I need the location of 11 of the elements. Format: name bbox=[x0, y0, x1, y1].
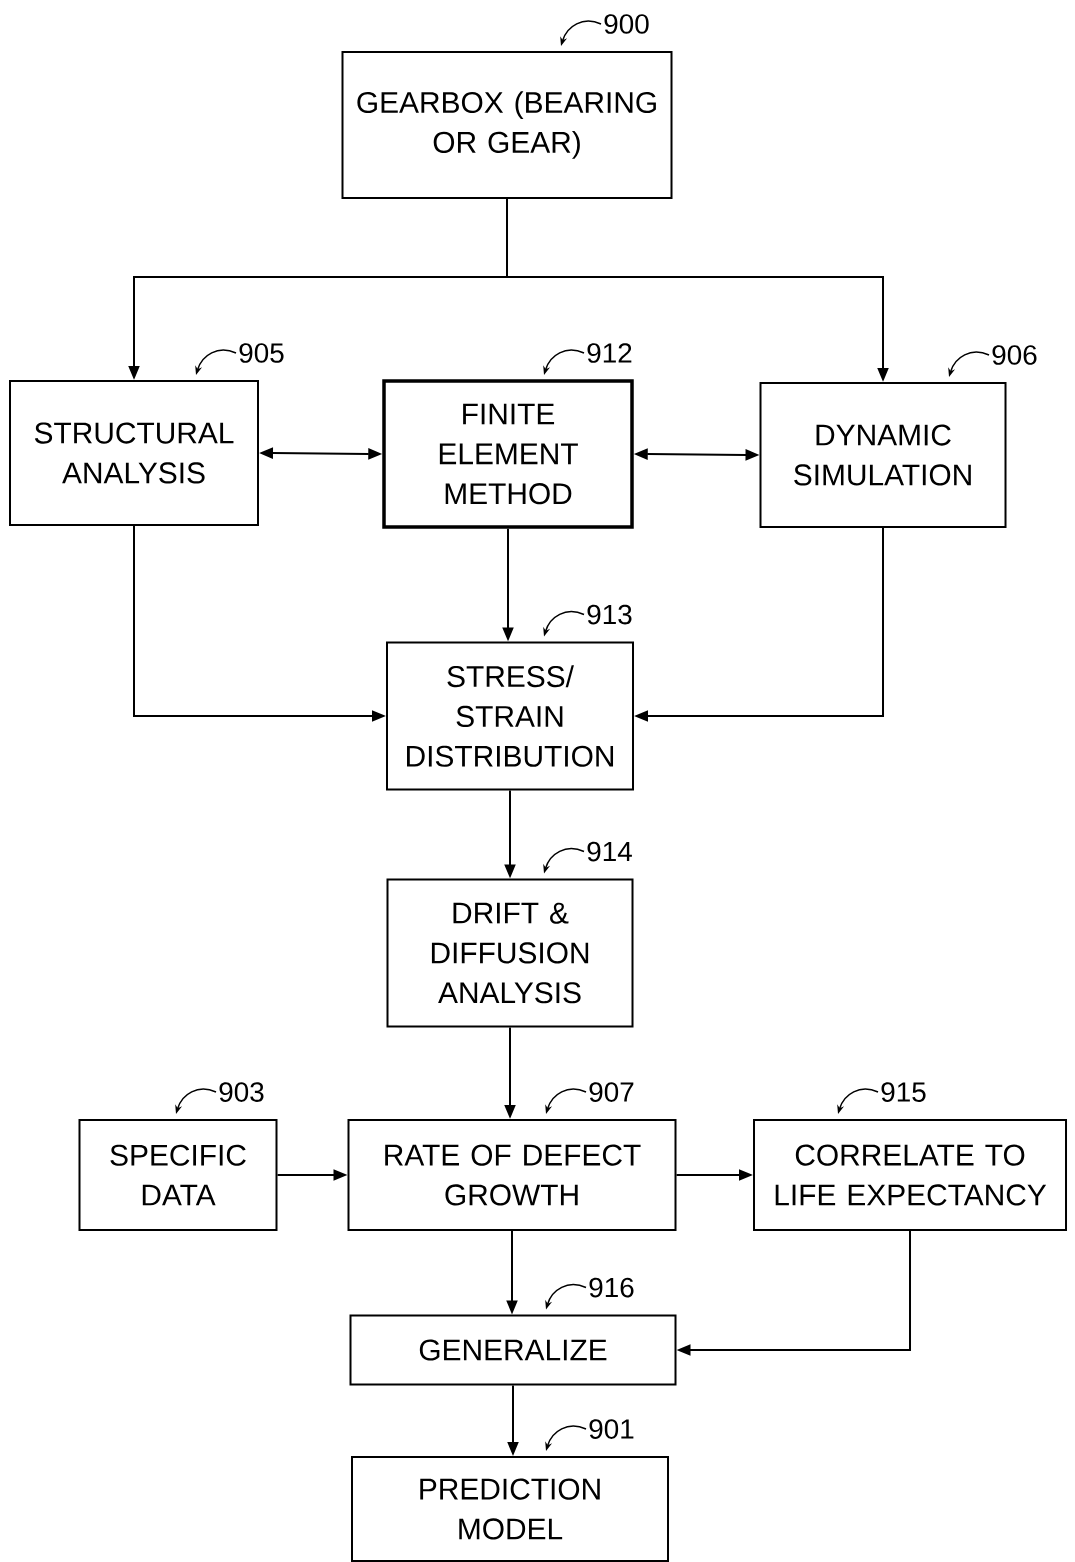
process-box: PREDICTION MODEL bbox=[351, 1456, 669, 1562]
process-box: STRESS/ STRAIN DISTRIBUTION bbox=[386, 641, 634, 791]
process-box: GENERALIZE bbox=[349, 1314, 677, 1386]
process-box: DYNAMIC SIMULATION bbox=[759, 382, 1007, 528]
process-box: SPECIFIC DATA bbox=[78, 1119, 278, 1231]
process-box: STRUCTURAL ANALYSIS bbox=[9, 380, 259, 526]
process-box: GEARBOX (BEARING OR GEAR) bbox=[341, 51, 673, 199]
process-box: CORRELATE TO LIFE EXPECTANCY bbox=[753, 1119, 1067, 1231]
process-box: RATE OF DEFECT GROWTH bbox=[347, 1119, 677, 1231]
process-box: FINITE ELEMENT METHOD bbox=[382, 379, 634, 529]
process-box: DRIFT & DIFFUSION ANALYSIS bbox=[386, 878, 634, 1028]
